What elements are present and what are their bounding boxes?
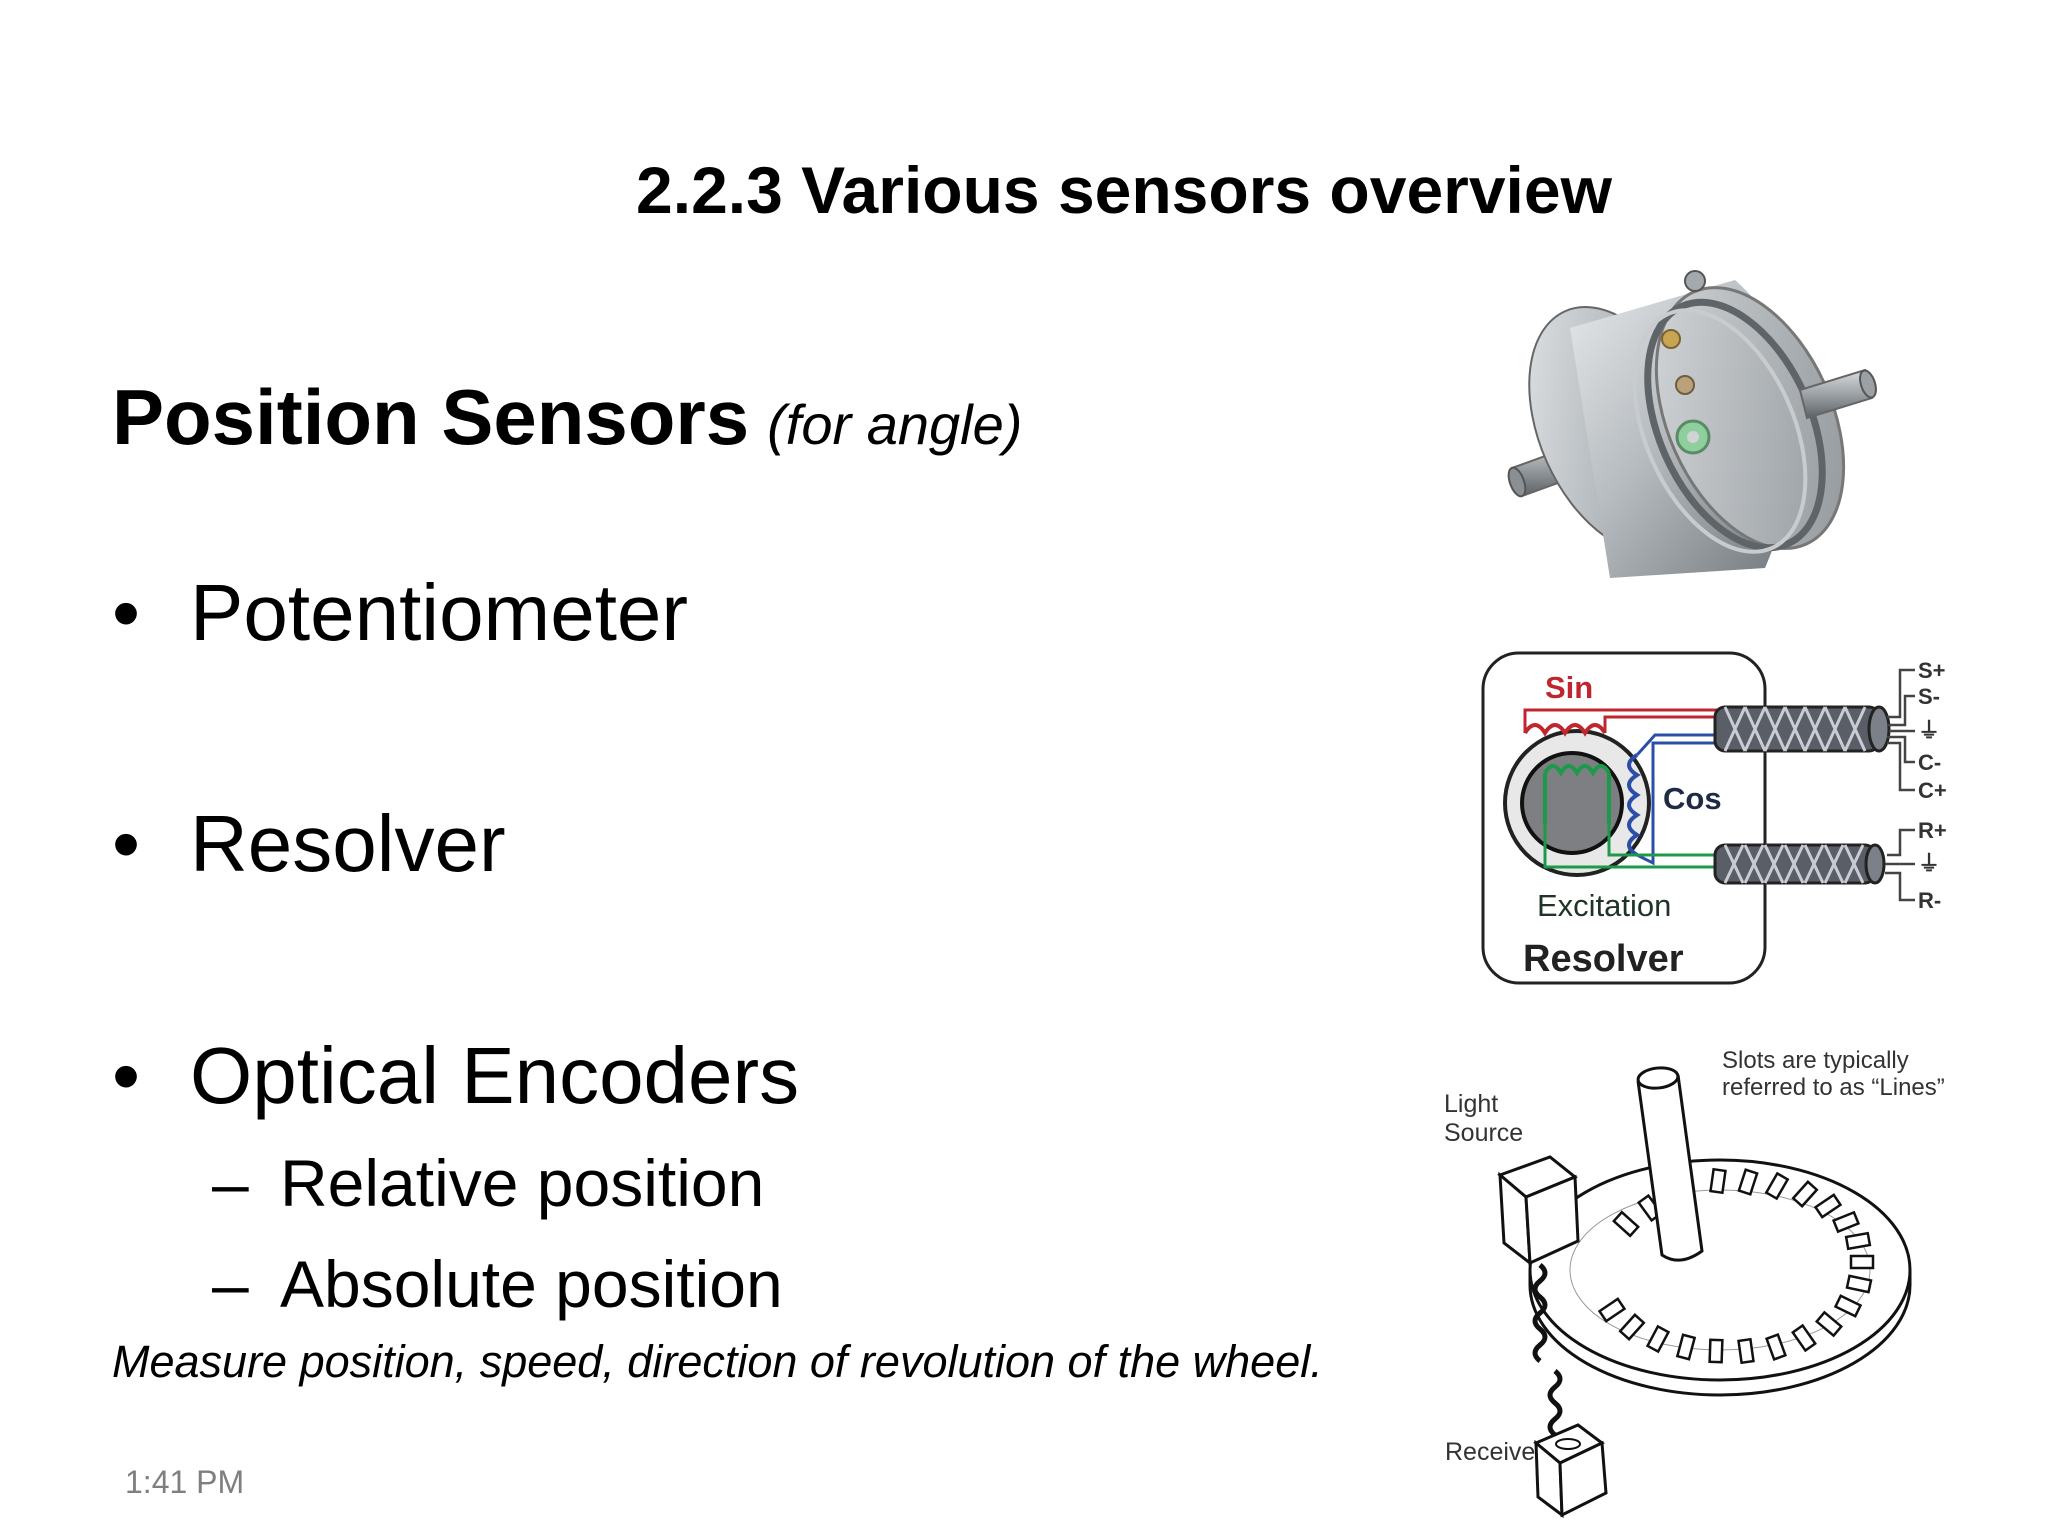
bullet-label: Potentiometer <box>190 568 689 657</box>
slide-title: 2.2.3 Various sensors overview <box>636 153 1612 227</box>
potentiometer-terminals <box>1661 270 1711 455</box>
encoder-slots <box>1597 1167 1875 1365</box>
pin-label: ⏚ <box>1918 718 1940 743</box>
section-heading: Position Sensors (for angle) <box>112 372 1022 470</box>
bullet-symbol: • <box>112 1031 141 1120</box>
pin-label: ⏚ <box>1918 851 1940 876</box>
excitation-cable <box>1713 843 1886 885</box>
receiver-label: Receiver <box>1445 1438 1544 1466</box>
pin-label: C- <box>1918 750 1941 775</box>
bullet-label: Resolver <box>190 799 506 888</box>
pin-labels-signal: S+ S- ⏚ C- C+ <box>1918 658 1947 803</box>
pin-labels-excitation: R+ ⏚ R- <box>1918 818 1947 913</box>
receiver-box <box>1533 1423 1608 1519</box>
bullet-optical-encoders: • Optical Encoders <box>112 1028 799 1124</box>
slots-note-label: Slots are typically <box>1722 1047 1909 1074</box>
signal-cable <box>1713 705 1891 753</box>
sub-bullet-label: Relative position <box>280 1146 765 1220</box>
sub-bullet-symbol: – <box>212 1146 249 1220</box>
encoder-shaft <box>1636 1066 1704 1262</box>
sub-bullet-absolute-position: –Absolute position <box>212 1244 783 1324</box>
pin-label: R- <box>1918 888 1941 913</box>
light-source-label: Light <box>1444 1090 1498 1118</box>
sub-bullet-label: Absolute position <box>280 1247 783 1321</box>
optical-encoder-diagram: Light Source Slots are typically referre… <box>1444 1047 1945 1519</box>
light-beam <box>1532 1263 1563 1437</box>
footer-time: 1:41 PM <box>125 1464 245 1500</box>
sub-bullet-relative-position: –Relative position <box>212 1143 764 1223</box>
signal-pin-leads <box>1885 668 1915 902</box>
section-heading-subtitle: (for angle) <box>767 393 1023 456</box>
light-source-box <box>1497 1155 1580 1267</box>
pin-label: C+ <box>1918 778 1947 803</box>
sub-bullet-symbol: – <box>212 1247 249 1321</box>
resolver-title: Resolver <box>1523 938 1684 980</box>
cos-label: Cos <box>1663 781 1722 816</box>
bullet-symbol: • <box>112 568 141 657</box>
slots-note-label: referred to as “Lines” <box>1722 1074 1945 1101</box>
potentiometer-shaft-right <box>1798 368 1877 420</box>
resolver-rotor <box>1503 729 1651 877</box>
section-heading-text: Position Sensors <box>112 373 750 461</box>
bullet-label: Optical Encoders <box>190 1031 800 1120</box>
footnote: Measure position, speed, direction of re… <box>112 1336 1323 1387</box>
bullet-resolver: • Resolver <box>112 796 506 892</box>
pin-label: R+ <box>1918 818 1947 843</box>
light-source-label: Source <box>1444 1119 1523 1147</box>
potentiometer-image <box>1507 270 1877 578</box>
pin-label: S+ <box>1918 658 1946 683</box>
sin-label: Sin <box>1545 670 1593 705</box>
bullet-potentiometer: • Potentiometer <box>112 565 688 661</box>
bullet-symbol: • <box>112 799 141 888</box>
excitation-label: Excitation <box>1537 888 1671 923</box>
pin-label: S- <box>1918 684 1940 709</box>
potentiometer-body <box>1528 280 1846 578</box>
resolver-diagram: Sin Cos Excitation Resolver S+ S- ⏚ C- C… <box>1481 651 1947 985</box>
